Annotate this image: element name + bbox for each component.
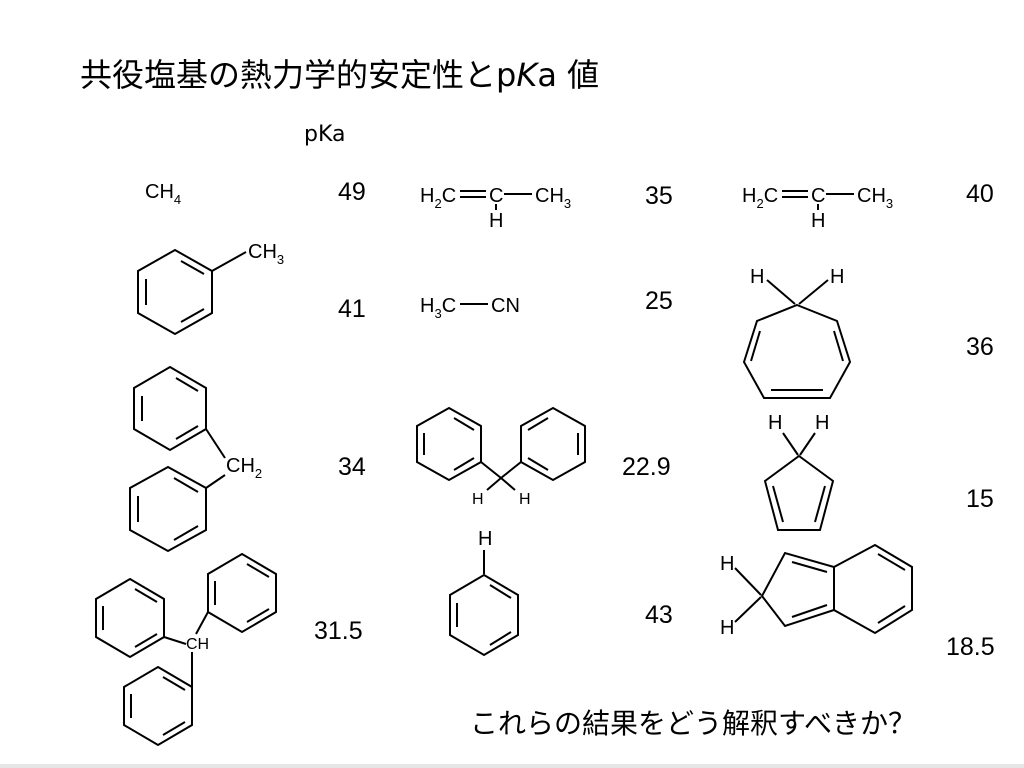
svg-text:C: C: [811, 185, 825, 207]
structure-toluene: CH3: [137, 241, 284, 336]
structure-triphenylmethane: CH: [95, 552, 277, 747]
svg-text:C: C: [489, 185, 503, 207]
pka-value-cycloheptatriene: 36: [966, 333, 994, 361]
structure-diphenylmethane: CH2: [129, 365, 262, 553]
pka-value-indene: 18.5: [946, 633, 995, 661]
svg-text:H: H: [720, 617, 734, 639]
svg-text:H: H: [830, 266, 844, 288]
closing-question: これらの結果をどう解釈すべきか？: [470, 707, 917, 740]
pka-value-triphenylmethane: 31.5: [314, 617, 363, 645]
pka-value-diphenylmethane: 34: [338, 453, 366, 481]
svg-text:CH3: CH3: [857, 185, 893, 211]
structure-methane: CH4: [145, 181, 181, 207]
title-italic-k: K: [516, 56, 538, 94]
structure-cyclopentadiene: H H: [763, 412, 835, 531]
svg-text:H: H: [478, 528, 492, 550]
svg-text:CH3: CH3: [535, 185, 571, 211]
svg-text:H3C: H3C: [420, 295, 456, 321]
svg-text:H2C: H2C: [742, 185, 778, 211]
title-tail: a 値: [537, 56, 600, 94]
svg-text:CN: CN: [491, 295, 520, 317]
title-main: 共役塩基の熱力学的安定性とp: [80, 56, 517, 94]
svg-text:H: H: [472, 491, 484, 508]
svg-text:CH3: CH3: [248, 241, 284, 267]
svg-text:H: H: [519, 491, 531, 508]
pka-value-benzene: 43: [645, 601, 673, 629]
svg-text:H: H: [811, 210, 825, 232]
structure-cycloheptatriene: H H: [742, 266, 852, 399]
svg-text:H: H: [815, 412, 829, 434]
structure-benzene: H: [449, 528, 519, 657]
pka-value-acetonitrile: 25: [645, 287, 673, 315]
pka-value-fluorene: 22.9: [622, 453, 671, 481]
pka-value-methane: 49: [338, 178, 366, 206]
structure-propene-b: H2C C H CH3: [742, 185, 893, 232]
structure-indene: H H: [720, 543, 913, 639]
bottom-divider: [0, 764, 1024, 768]
slide-title: 共役塩基の熱力学的安定性とpKa 値: [80, 50, 599, 96]
svg-text:CH4: CH4: [145, 181, 181, 207]
structure-acetonitrile: H3C CN: [420, 295, 520, 321]
svg-text:H2C: H2C: [420, 185, 456, 211]
pka-value-toluene: 41: [338, 295, 366, 323]
pka-value-propene-b: 40: [966, 180, 994, 208]
structure-propene-a: H2C C H CH3: [420, 185, 571, 232]
pka-value-cyclopentadiene: 15: [966, 485, 994, 513]
svg-text:CH2: CH2: [226, 455, 262, 481]
svg-text:H: H: [768, 412, 782, 434]
svg-text:H: H: [720, 553, 734, 575]
pka-column-header: pKa: [304, 122, 346, 147]
svg-text:CH: CH: [186, 636, 209, 653]
structure-fluorene: H H: [416, 406, 586, 508]
pka-value-propene-a: 35: [645, 182, 673, 210]
svg-text:H: H: [489, 210, 503, 232]
svg-text:H: H: [750, 266, 764, 288]
